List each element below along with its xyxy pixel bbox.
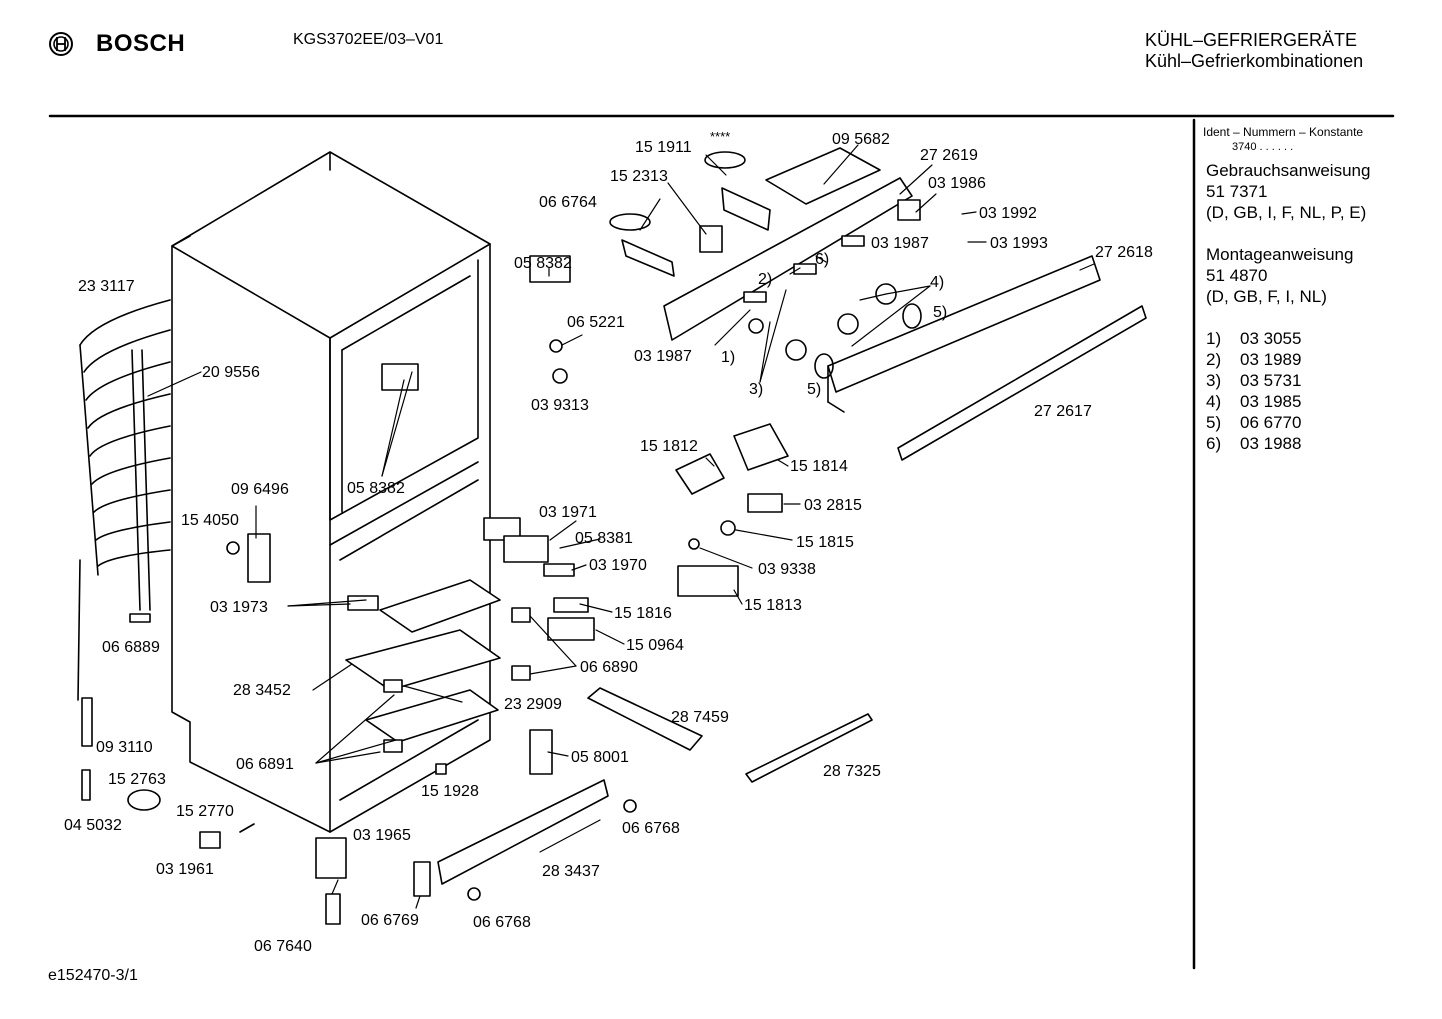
part-label: 06 6891 [236,756,294,773]
category-title: KÜHL–GEFRIERGERÄTE [1145,30,1358,50]
part-label: 27 2619 [920,147,978,164]
hinge-brackets [247,255,595,897]
part-label: 03 1986 [928,175,986,192]
part-label: 15 1814 [790,458,848,475]
condenser-coil [77,299,171,701]
small-parts [81,339,637,925]
part-label: 27 2617 [1034,403,1092,420]
footnote-item: 6)03 1988 [1206,434,1302,453]
user-manual-block: Gebrauchsanweisung 51 7371 (D, GB, I, F,… [1206,160,1370,223]
part-label: 03 1992 [979,205,1037,222]
ice-parts [675,423,789,597]
part-label: 03 1973 [210,599,268,616]
part-label: 03 9338 [758,561,816,578]
part-label: 28 7325 [823,763,881,780]
brand-logo: BOSCH [48,30,185,58]
footnote-marker: 3) [749,381,763,398]
part-label: 06 6764 [539,194,597,211]
part-label: 15 2770 [176,803,234,820]
footnote-item: 2)03 1989 [1206,350,1302,369]
part-label: 05 8382 [347,480,405,497]
part-label: 03 1965 [353,827,411,844]
shelves [345,579,501,743]
footnote-marker: 1) [721,349,735,366]
footnote-item: 3)03 5731 [1206,371,1302,390]
part-label: 15 1911 [635,139,692,156]
part-label: 23 2909 [504,696,562,713]
part-label: 15 2313 [610,168,668,185]
part-labels: 15 1911 **** 09 5682 27 2619 15 2313 06 … [64,129,1153,955]
part-label: 15 4050 [181,512,239,529]
part-label: 09 6496 [231,481,289,498]
strips-and-rails [437,687,873,885]
part-label: 27 2618 [1095,244,1153,261]
bosch-armature-icon [49,32,73,56]
footnote-item: 5)06 6770 [1206,413,1302,432]
part-label: 03 1971 [539,504,597,521]
leader-lines [147,144,1095,909]
ident-value: 3740 . . . . . . [1232,141,1294,153]
part-label: 06 6768 [473,914,531,931]
footnote-marker: 5) [933,304,947,321]
brand-name: BOSCH [96,30,186,57]
part-label: 23 3117 [78,278,135,295]
part-label: 05 8381 [575,530,633,547]
part-label: 15 2763 [108,771,166,788]
part-label: 03 1961 [156,861,214,878]
control-panel [609,147,1147,461]
part-label: 09 3110 [96,739,153,756]
part-label: 06 6768 [622,820,680,837]
part-label: 15 1813 [744,597,802,614]
part-label: 03 9313 [531,397,589,414]
part-label: 03 1970 [589,557,647,574]
part-label: 20 9556 [202,364,260,381]
part-label: 05 8382 [514,255,572,272]
part-label: 09 5682 [832,131,890,148]
assembly-block: Montageanweisung 51 4870 (D, GB, F, I, N… [1206,244,1353,307]
assembly-number: 51 4870 [1206,266,1268,285]
part-label: 15 1816 [614,605,672,622]
user-manual-number: 51 7371 [1206,182,1268,201]
footnote-item: 1)03 3055 [1206,329,1302,348]
user-manual-title: Gebrauchsanweisung [1206,161,1371,180]
part-label: 15 0964 [626,637,684,654]
footnote-list: 1)03 3055 2)03 1989 3)03 5731 4)03 1985 … [1206,328,1301,454]
part-label: 06 5221 [567,314,625,331]
part-label: 15 1928 [421,783,479,800]
assembly-languages: (D, GB, F, I, NL) [1206,287,1327,306]
part-label: 28 7459 [671,709,729,726]
cabinet-body [171,151,491,833]
part-label: 06 6889 [102,639,160,656]
part-label: 28 3437 [542,863,600,880]
model-number: KGS3702EE/03–V01 [293,31,444,48]
document-code: e152470-3/1 [48,967,138,984]
part-label: 03 1987 [634,348,692,365]
part-label: 06 6890 [580,659,638,676]
part-label: 03 1993 [990,235,1048,252]
footnote-marker: 4) [930,274,944,291]
part-label: 03 1987 [871,235,929,252]
part-label: 06 6769 [361,912,419,929]
part-label: 28 3452 [233,682,291,699]
part-label: 04 5032 [64,817,122,834]
assembly-title: Montageanweisung [1206,245,1354,264]
footnote-marker: 2) [758,271,772,288]
part-label: 15 1812 [640,438,698,455]
part-label: 05 8001 [571,749,629,766]
category-subtitle: Kühl–Gefrierkombinationen [1145,51,1364,71]
part-label: 15 1815 [796,534,854,551]
footnote-item: 4)03 1985 [1206,392,1302,411]
footnote-marker: 5) [807,381,821,398]
part-label: 03 2815 [804,497,862,514]
ident-label: Ident – Nummern – Konstante [1203,125,1364,139]
part-label: **** [710,129,730,144]
part-label: 06 7640 [254,938,312,955]
footnote-marker: 6) [815,251,829,268]
user-manual-languages: (D, GB, I, F, NL, P, E) [1206,203,1367,222]
